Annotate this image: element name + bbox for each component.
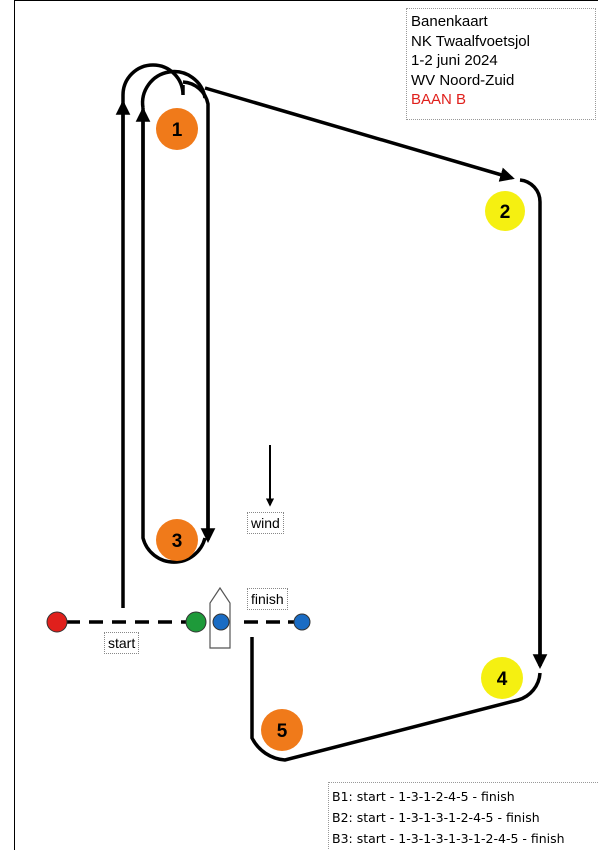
- route-b2: B2: start - 1-3-1-3-1-2-4-5 - finish: [332, 810, 540, 825]
- finish-pin-buoy: [293, 613, 311, 631]
- svg-text:4: 4: [497, 669, 508, 690]
- wind-label: wind: [247, 512, 284, 534]
- info-title: Banenkaart: [411, 13, 488, 30]
- svg-text:1: 1: [172, 120, 183, 141]
- svg-text:2: 2: [500, 202, 511, 223]
- info-event: NK Twaalfvoetsjol: [411, 32, 530, 50]
- info-course-name: BAAN B: [411, 91, 467, 108]
- mark-5: 5: [261, 709, 303, 751]
- course-leg-1-to-2: [204, 86, 515, 182]
- mark-1: 1: [156, 108, 198, 150]
- info-club: WV Noord-Zuid: [411, 71, 515, 89]
- svg-text:3: 3: [172, 531, 183, 552]
- course-leg-2-to-4: [519, 178, 542, 655]
- info-date: 1-2 juni 2024: [411, 52, 498, 69]
- mark-3: 3: [156, 519, 198, 561]
- course-leg-start-to-1: [121, 63, 185, 608]
- start-pin-buoy: [46, 611, 68, 633]
- start-boat-buoy: [185, 611, 207, 633]
- route-b3: B3: start - 1-3-1-3-1-3-1-2-4-5 - finish: [332, 831, 565, 846]
- finish-boat-buoy: [212, 613, 230, 631]
- start-label: start: [104, 632, 140, 654]
- mark-4: 4: [481, 657, 523, 699]
- routes-legend: B1: start - 1-3-1-2-4-5 - finish B2: sta…: [328, 782, 598, 849]
- course-leg-4-to-finish: [250, 637, 542, 762]
- mark-2: 2: [485, 191, 525, 231]
- course-info-box: Banenkaart NK Twaalfvoetsjol 1-2 juni 20…: [406, 8, 596, 120]
- course-leg-1-to-3: [182, 80, 210, 530]
- svg-text:5: 5: [277, 721, 288, 742]
- route-b1: B1: start - 1-3-1-2-4-5 - finish: [332, 789, 515, 804]
- course-leg-3-to-1: [141, 108, 207, 564]
- course-rounding-1-inner: [140, 69, 207, 109]
- page-frame: [14, 0, 598, 850]
- finish-label: finish: [247, 588, 288, 610]
